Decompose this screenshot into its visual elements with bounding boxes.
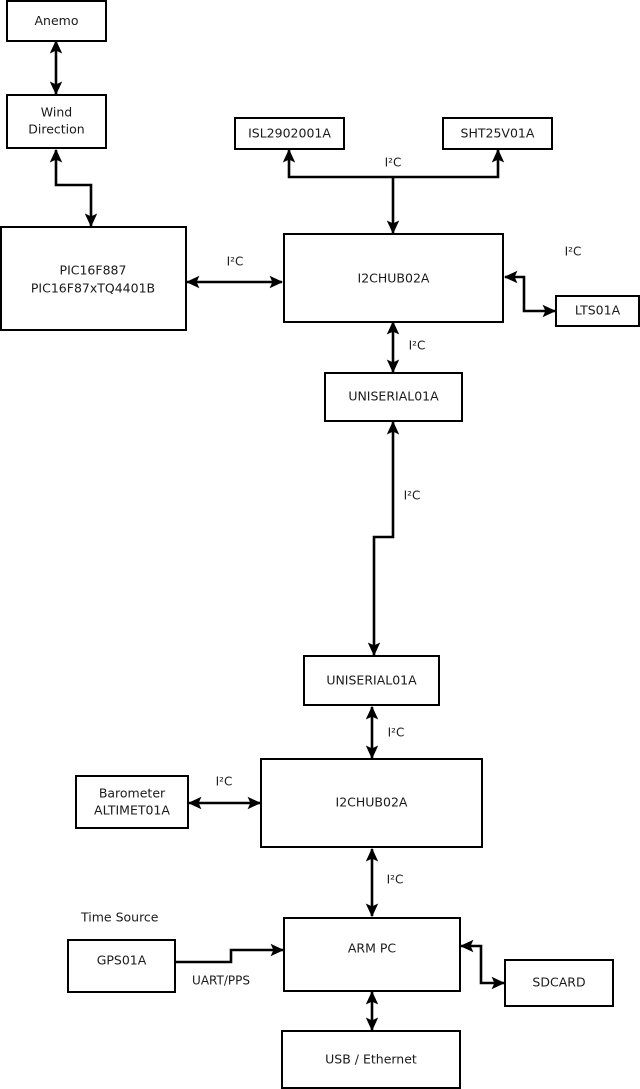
edge-label-hub-uniserial: I²C [409, 339, 426, 353]
node-label-wind-direction-line2: Direction [28, 122, 84, 137]
edge-uniserial-top-bottom: I²C [367, 420, 421, 657]
node-uniserial01a-bottom[interactable]: UNISERIAL01A [303, 655, 440, 706]
node-isl2902001a[interactable]: ISL2902001A [234, 117, 345, 150]
node-pic[interactable]: PIC16F887 PIC16F87xTQ4401B [0, 226, 187, 331]
edge-hub-bottom-arm-pc: I²C [365, 847, 404, 918]
edge-arm-pc-sdcard [459, 939, 506, 990]
node-lts01a[interactable]: LTS01A [555, 295, 640, 327]
node-label-uniserial01a-bottom: UNISERIAL01A [326, 673, 417, 688]
node-label-barometer-line2: ALTIMET01A [94, 803, 170, 818]
node-label-i2chub02a-bottom: I2CHUB02A [336, 795, 408, 810]
node-uniserial01a-top[interactable]: UNISERIAL01A [324, 372, 463, 422]
edge-hub-top-lts: I²C [503, 245, 582, 318]
node-label-arm-pc: ARM PC [348, 941, 397, 956]
node-sht25v01a[interactable]: SHT25V01A [442, 117, 553, 150]
node-label-uniserial01a-top: UNISERIAL01A [348, 389, 439, 404]
edge-label-barometer-hub: I²C [216, 775, 233, 789]
node-wind-direction[interactable]: Wind Direction [6, 94, 107, 149]
node-label-sdcard: SDCARD [532, 975, 585, 990]
edge-uniserial-bottom-hub-bottom: I²C [365, 705, 405, 760]
node-sdcard[interactable]: SDCARD [504, 959, 614, 1007]
node-label-usb-ethernet: USB / Ethernet [325, 1052, 417, 1067]
edge-barometer-hub-bottom: I²C [187, 775, 262, 810]
node-arm-pc[interactable]: ARM PC [283, 917, 461, 992]
node-label-wind-direction-line1: Wind [41, 105, 72, 120]
node-i2chub02a-top[interactable]: I2CHUB02A [283, 233, 504, 323]
edge-label-uniserial-hub: I²C [388, 726, 405, 740]
edge-gps-arm-pc: UART/PPS [175, 943, 285, 988]
node-usb-ethernet[interactable]: USB / Ethernet [281, 1030, 461, 1089]
edge-pic-hub-top: I²C [185, 255, 284, 289]
edge-label-hub-lts: I²C [565, 245, 582, 259]
node-label-pic-line1: PIC16F887 [60, 263, 127, 278]
edge-label-hub-armpc: I²C [387, 873, 404, 887]
node-label-isl2902001a: ISL2902001A [248, 126, 331, 141]
node-gps01a[interactable]: GPS01A [67, 939, 176, 993]
label-time-source: Time Source [80, 910, 159, 925]
edge-label-sensors-hub: I²C [385, 156, 402, 170]
node-label-barometer-line1: Barometer [99, 786, 166, 801]
node-barometer[interactable]: Barometer ALTIMET01A [75, 775, 189, 829]
edge-hub-top-uniserial-top: I²C [386, 320, 426, 374]
node-label-pic-line2: PIC16F87xTQ4401B [31, 281, 155, 296]
node-anemo[interactable]: Anemo [6, 0, 107, 42]
edge-sensors-hub-top: I²C [282, 148, 505, 235]
edge-label-pic-hub: I²C [227, 255, 244, 269]
node-label-sht25v01a: SHT25V01A [461, 126, 535, 141]
node-i2chub02a-bottom[interactable]: I2CHUB02A [260, 758, 483, 848]
node-label-i2chub02a-top: I2CHUB02A [358, 271, 430, 286]
edge-pic-wind-direction [49, 148, 98, 228]
edge-label-gps-armpc: UART/PPS [192, 974, 250, 988]
edge-label-uniserial-link: I²C [404, 489, 421, 503]
node-label-gps01a: GPS01A [97, 953, 147, 968]
node-label-lts01a: LTS01A [575, 303, 621, 318]
node-label-anemo: Anemo [35, 13, 79, 28]
